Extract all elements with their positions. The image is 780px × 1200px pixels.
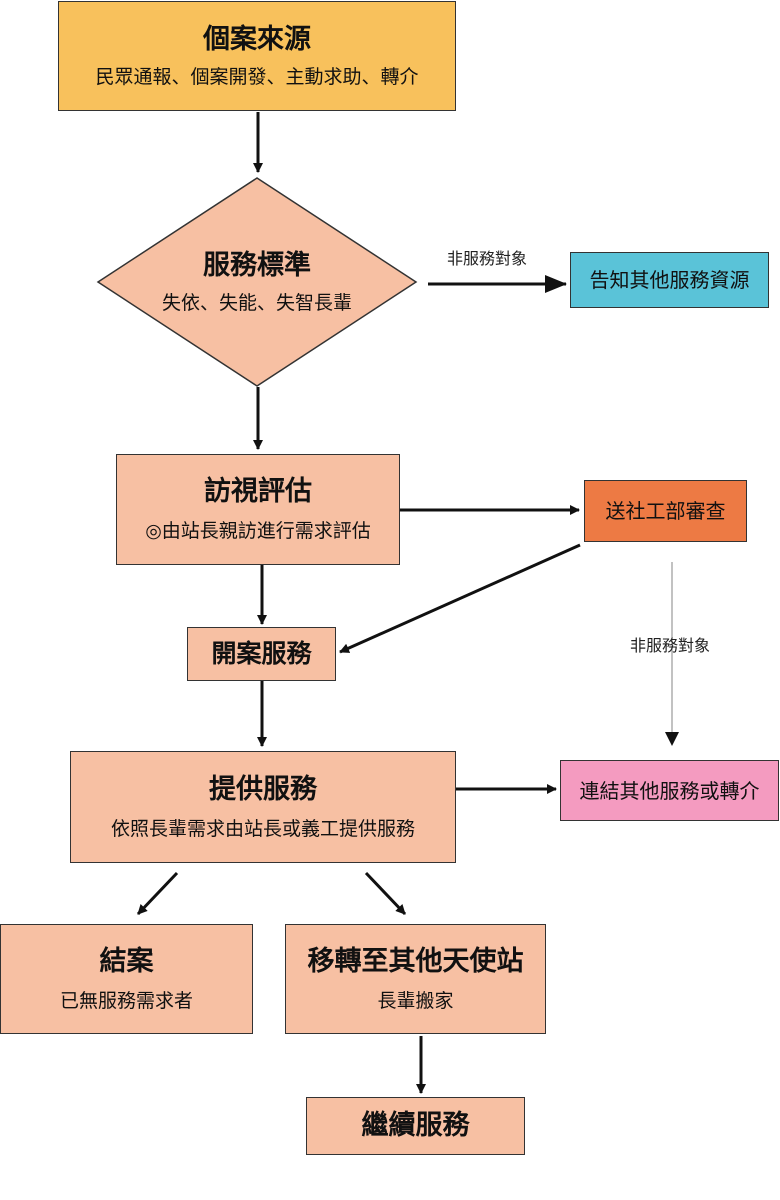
- continue-service-title: 繼續服務: [361, 1110, 470, 1142]
- visit-assessment-box: 訪視評估 ◎由站長親訪進行需求評估: [116, 454, 400, 565]
- close-case-box: 結案 已無服務需求者: [0, 924, 253, 1034]
- link-other-box: 連結其他服務或轉介: [560, 760, 779, 821]
- service-criteria-title: 服務標準: [203, 249, 311, 281]
- case-source-title: 個案來源: [203, 23, 311, 55]
- transfer-sub: 長輩搬家: [377, 989, 454, 1012]
- visit-assessment-sub: ◎由站長親訪進行需求評估: [145, 520, 371, 543]
- provide-service-title: 提供服務: [209, 773, 317, 805]
- arrow-provide-to-close: [136, 871, 179, 916]
- provide-service-sub: 依照長輩需求由站長或義工提供服務: [110, 817, 415, 840]
- other-resources-box: 告知其他服務資源: [570, 252, 769, 308]
- open-case-title: 開案服務: [211, 639, 312, 669]
- link-other-title: 連結其他服務或轉介: [579, 778, 760, 803]
- close-case-title: 結案: [99, 945, 154, 977]
- social-review-box: 送社工部審查: [584, 480, 747, 542]
- case-source-box: 個案來源 民眾通報、個案開發、主動求助、轉介: [58, 1, 456, 111]
- open-case-box: 開案服務: [187, 627, 336, 681]
- transfer-box: 移轉至其他天使站 長輩搬家: [285, 924, 546, 1034]
- non-target-label-1: 非服務對象: [447, 249, 528, 268]
- criteria-diamond: [96, 177, 418, 387]
- close-case-sub: 已無服務需求者: [59, 989, 193, 1012]
- provide-service-box: 提供服務 依照長輩需求由站長或義工提供服務: [70, 751, 456, 863]
- case-source-sub: 民眾通報、個案開發、主動求助、轉介: [95, 65, 419, 88]
- service-criteria-sub: 失依、失能、失智長輩: [161, 291, 352, 314]
- visit-assessment-title: 訪視評估: [204, 476, 312, 508]
- arrow-review-to-open: [339, 543, 581, 654]
- non-target-label-2: 非服務對象: [630, 636, 711, 655]
- other-resources-title: 告知其他服務資源: [589, 268, 750, 292]
- arrow-provide-to-transfer: [364, 871, 407, 916]
- social-review-title: 送社工部審查: [605, 499, 726, 523]
- transfer-title: 移轉至其他天使站: [307, 945, 524, 977]
- service-criteria-text: 服務標準 失依、失能、失智長輩: [98, 178, 416, 386]
- continue-service-box: 繼續服務: [306, 1097, 525, 1155]
- arrow-review-non-target-head: [665, 732, 679, 746]
